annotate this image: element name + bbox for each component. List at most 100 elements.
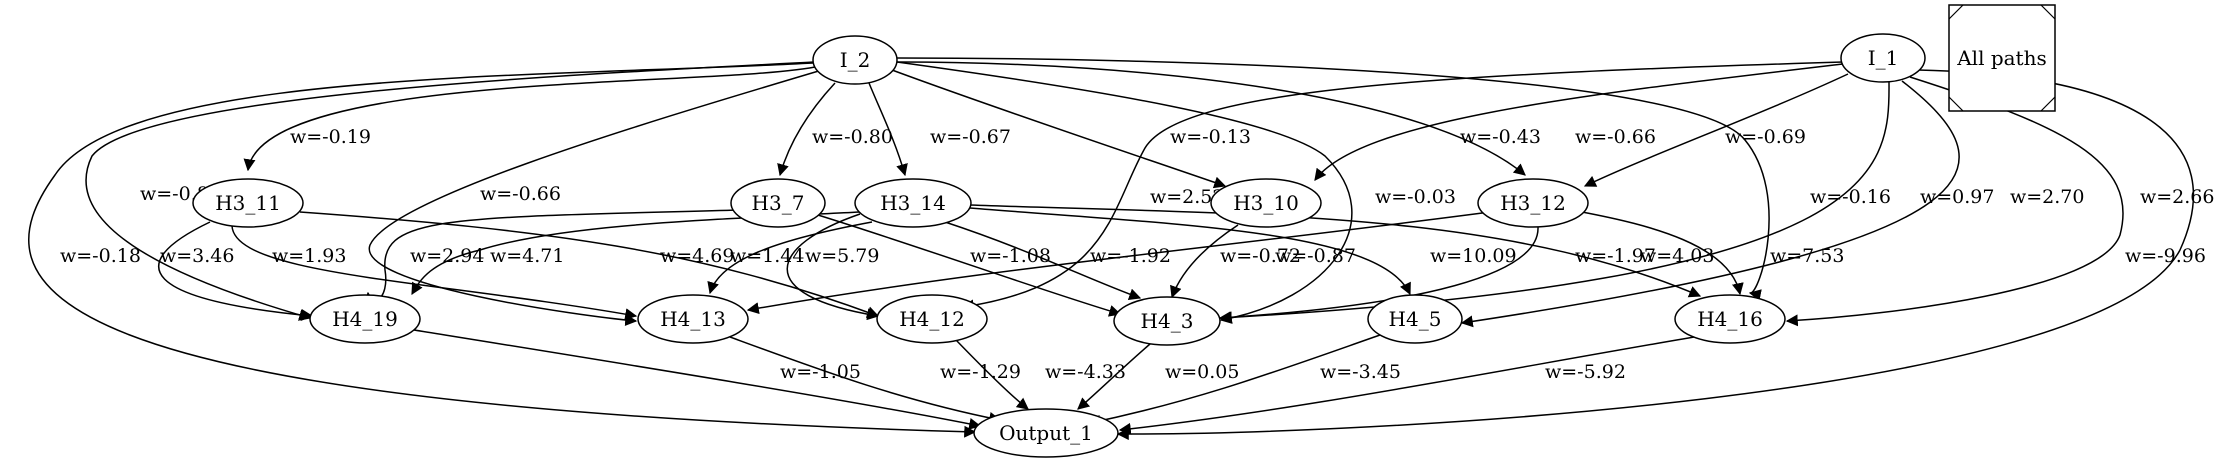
node-output-1: Output_1 [973, 408, 1119, 458]
edge-h3_11-to-h4_12 [299, 211, 880, 318]
edge-weight-label: w=2.66 [2140, 186, 2215, 208]
edge-h4_3-to-output_1 [1077, 343, 1151, 410]
edge-i_1-to-h3_10 [1314, 63, 1844, 181]
node-ellipse [1367, 294, 1463, 344]
edge-i_2-to-output_1 [28, 62, 977, 438]
edge-i_2-to-h3_12 [896, 61, 1526, 176]
edge-weight-label: w=-0.16 [1810, 186, 1891, 208]
edge-weight-label: w=-5.92 [1545, 361, 1626, 383]
edge-weight-label: w=-0.72 [1220, 245, 1301, 267]
edge-h3_14-to-h4_13 [707, 221, 873, 295]
node-ellipse [1113, 296, 1221, 346]
edge-weight-label: w=4.03 [1640, 245, 1715, 267]
edge-i_1-to-h4_16 [1785, 76, 2124, 327]
node-h3-11: H3_11 [192, 178, 304, 228]
edge-h3_11-to-h4_13 [231, 225, 638, 321]
edge-h3_11-to-h4_19 [158, 221, 314, 321]
node-label: H4_16 [1697, 307, 1763, 331]
node-ellipse [1477, 178, 1589, 228]
legend-box: All paths [1948, 4, 2056, 112]
node-label: H4_12 [899, 307, 965, 331]
edge-weight-label: w=-0.18 [60, 245, 141, 267]
edge-h4_5-to-output_1 [1088, 334, 1381, 427]
edge-h4_16-to-output_1 [1118, 335, 1701, 435]
node-ellipse [973, 408, 1119, 458]
node-label: H4_3 [1141, 309, 1194, 333]
edge-weight-label: w=-0.80 [812, 126, 893, 148]
node-i-2: I_2 [812, 35, 898, 85]
edge-weight-label: w=-4.33 [1045, 361, 1126, 383]
edge-i_2-to-h4_19 [85, 61, 816, 321]
edge-i_2-to-h4_13 [368, 69, 823, 327]
edge-h3_12-to-h4_3 [1218, 226, 1539, 324]
edge-weight-label: w=-0.66 [1575, 126, 1656, 148]
edge-i_1-to-h3_12 [1583, 73, 1849, 187]
node-h4-12: H4_12 [876, 294, 988, 344]
edge-weight-label: w=1.44 [730, 245, 805, 267]
edge-weight-label: w=1.93 [272, 245, 347, 267]
edge-weight-label: w=4.69 [660, 245, 735, 267]
node-label: I_1 [1868, 46, 1899, 70]
edge-i_2-to-h3_10 [891, 69, 1227, 189]
node-label: Output_1 [999, 421, 1093, 445]
edge-h4_19-to-output_1 [413, 329, 982, 430]
edge-h4_12-to-output_1 [955, 339, 1029, 410]
edge-weight-label: w=10.09 [1430, 245, 1517, 267]
node-label: H3_10 [1233, 191, 1299, 215]
edge-i_1-to-h4_3 [1219, 81, 1890, 324]
node-ellipse [192, 178, 304, 228]
node-label: H4_5 [1389, 307, 1442, 331]
node-label: H3_7 [752, 191, 805, 215]
edge-weight-label: w=-0.69 [1725, 126, 1806, 148]
edge-h3_14-to-h4_3 [944, 221, 1142, 300]
edge-weight-label: w=-0.03 [1375, 186, 1456, 208]
node-h3-10: H3_10 [1210, 178, 1322, 228]
node-ellipse [1674, 294, 1786, 344]
edge-i_2-to-h4_3 [896, 61, 1353, 324]
edge-weight-label: w=4.71 [490, 245, 565, 267]
edge-weight-label: w=-0.13 [1170, 126, 1251, 148]
edge-h4_13-to-output_1 [729, 336, 1002, 424]
edge-weight-label: w=-9.96 [2125, 245, 2206, 267]
edge-h3_14-to-h4_5 [969, 207, 1411, 296]
node-ellipse [1840, 33, 1926, 83]
edge-weight-label: w=-0.66 [480, 183, 561, 205]
node-h4-16: H4_16 [1674, 294, 1786, 344]
edge-weight-label: w=-0.19 [290, 126, 371, 148]
edge-weight-label: w=-1.05 [780, 361, 861, 383]
edge-weight-label: w=2.70 [2010, 186, 2085, 208]
node-h4-13: H4_13 [637, 294, 749, 344]
node-ellipse [637, 294, 749, 344]
edge-i_2-to-h3_14 [868, 82, 908, 177]
node-i-1: I_1 [1840, 33, 1926, 83]
node-label: H4_13 [660, 307, 726, 331]
node-ellipse [730, 178, 826, 228]
node-h3-12: H3_12 [1477, 178, 1589, 228]
edge-h3_12-to-h4_13 [746, 211, 1491, 315]
edge-weight-label: w=-0.67 [930, 126, 1011, 148]
node-label: H4_19 [332, 307, 398, 331]
edge-i_1-to-h4_5 [1460, 80, 1960, 328]
edge-weight-label: w=-1.08 [970, 245, 1051, 267]
node-label: H3_14 [880, 191, 946, 215]
node-h4-19: H4_19 [309, 294, 421, 344]
edge-i_1-to-h4_12 [961, 61, 1844, 312]
node-h3-7: H3_7 [730, 178, 826, 228]
edge-weight-label: w=2.94 [410, 245, 485, 267]
edge-h3_14-to-h4_12 [786, 213, 880, 321]
node-ellipse [812, 35, 898, 85]
node-ellipse [309, 294, 421, 344]
edge-weight-label: w=7.53 [1770, 245, 1845, 267]
edge-weight-label: w=3.46 [160, 245, 235, 267]
node-ellipse [854, 178, 972, 228]
edge-weight-label: w=-3.45 [1320, 361, 1401, 383]
node-h4-5: H4_5 [1367, 294, 1463, 344]
edge-h3_14-to-h4_16 [969, 204, 1702, 298]
edge-h3_7-to-h4_3 [817, 214, 1122, 317]
edge-weight-label: w=-0.87 [1275, 245, 1356, 267]
edge-weight-label: w=2.52 [1150, 186, 1225, 208]
edge-weight-label: w=0.97 [1920, 186, 1995, 208]
